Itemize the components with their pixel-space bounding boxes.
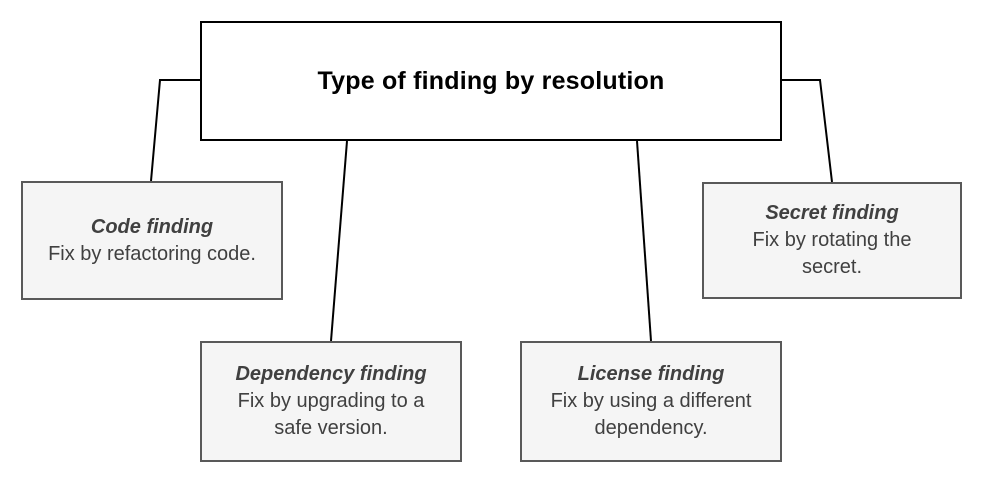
connector-root-to-code <box>150 79 200 182</box>
root-node-title: Type of finding by resolution <box>317 66 665 95</box>
connector-root-to-secret <box>782 79 833 183</box>
node-code-finding-title: Code finding <box>90 215 214 238</box>
node-dependency-finding: Dependency finding Fix by upgrading to a… <box>200 341 462 462</box>
node-code-finding: Code finding Fix by refactoring code. <box>21 181 283 300</box>
root-node-type-of-finding: Type of finding by resolution <box>200 21 782 141</box>
connector-root-to-license <box>636 140 652 342</box>
node-dependency-finding-title: Dependency finding <box>235 363 427 385</box>
node-license-finding-description: Fix by using a different dependency. <box>550 390 752 439</box>
node-dependency-finding-description: Fix by upgrading to a safe version. <box>237 390 425 439</box>
node-code-finding-description: Fix by refactoring code. <box>48 242 256 265</box>
node-secret-finding-description: Fix by rotating the secret. <box>752 229 912 278</box>
node-secret-finding-title: Secret finding <box>765 202 899 224</box>
node-secret-finding: Secret finding Fix by rotating the secre… <box>702 182 962 299</box>
node-license-finding: License finding Fix by using a different… <box>520 341 782 462</box>
node-license-finding-title: License finding <box>577 363 725 385</box>
connector-root-to-dependency <box>330 140 348 342</box>
